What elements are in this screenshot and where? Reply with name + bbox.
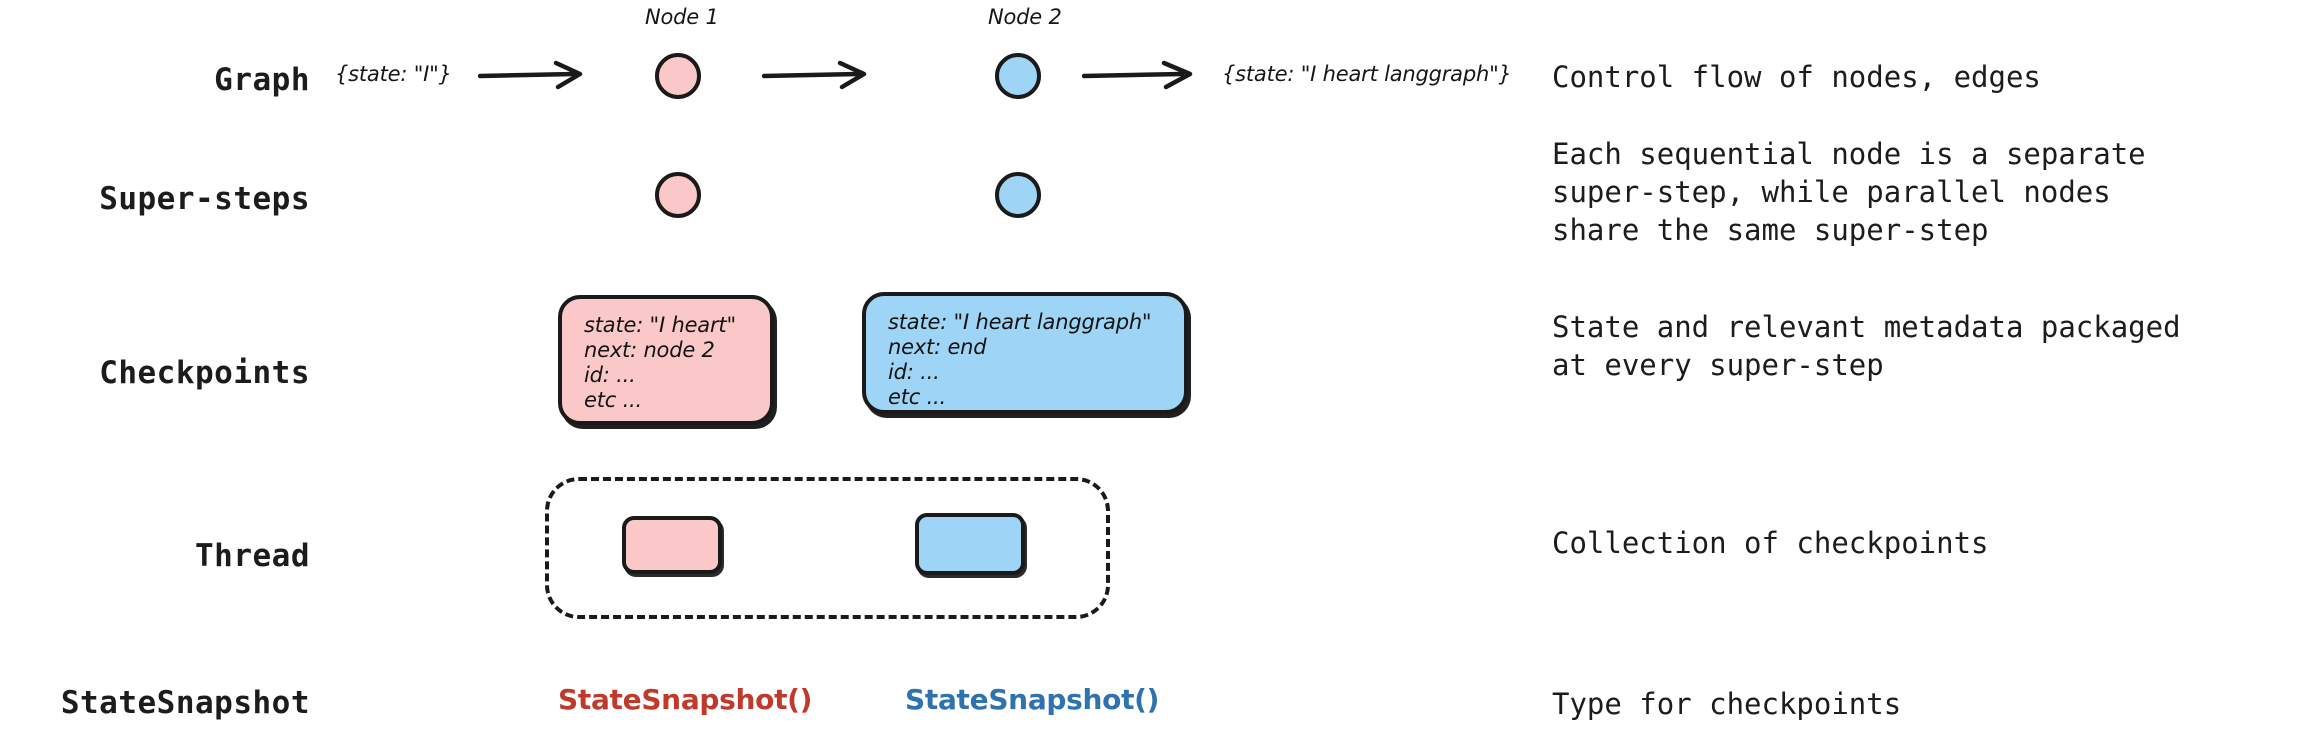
graph-arrow-3 bbox=[1082, 60, 1193, 90]
checkpoint-box-pink: state: "I heart" next: node 2 id: ... et… bbox=[558, 295, 774, 425]
description-checkpoints-line-1: State and relevant metadata packaged bbox=[1552, 310, 2181, 344]
row-label-super-steps: Super-steps bbox=[99, 181, 310, 217]
row-label-state-snapshot: StateSnapshot bbox=[60, 685, 310, 721]
checkpoint-blue-line-2: next: end bbox=[888, 335, 987, 359]
thread-container-box bbox=[545, 477, 1110, 619]
state-snapshot-label-pink: StateSnapshot() bbox=[558, 683, 813, 716]
description-state-snapshot: Type for checkpoints bbox=[1552, 685, 2312, 723]
checkpoint-pink-line-3: id: ... bbox=[584, 363, 636, 387]
description-super-steps-line-3: share the same super-step bbox=[1552, 213, 1989, 247]
checkpoint-pink-line-4: etc ... bbox=[584, 388, 643, 412]
node-1-label: Node 1 bbox=[645, 5, 719, 29]
description-super-steps-line-1: Each sequential node is a separate bbox=[1552, 137, 2146, 171]
super-step-node-2-circle bbox=[995, 172, 1041, 218]
checkpoint-blue-line-1: state: "I heart langgraph" bbox=[888, 310, 1152, 334]
description-graph: Control flow of nodes, edges bbox=[1552, 58, 2312, 96]
description-super-steps-line-2: super-step, while parallel nodes bbox=[1552, 175, 2111, 209]
description-thread-line-1: Collection of checkpoints bbox=[1552, 526, 1989, 560]
description-super-steps: Each sequential node is a separate super… bbox=[1552, 135, 2312, 249]
graph-output-state-text: {state: "I heart langgraph"} bbox=[1222, 62, 1512, 86]
row-label-checkpoints: Checkpoints bbox=[99, 355, 310, 391]
graph-arrow-1 bbox=[478, 60, 583, 90]
checkpoint-box-blue: state: "I heart langgraph" next: end id:… bbox=[862, 292, 1188, 414]
state-snapshot-label-blue: StateSnapshot() bbox=[905, 683, 1160, 716]
checkpoint-pink-line-1: state: "I heart" bbox=[584, 313, 736, 337]
description-state-snapshot-line-1: Type for checkpoints bbox=[1552, 687, 1902, 721]
description-thread: Collection of checkpoints bbox=[1552, 524, 2312, 562]
graph-node-2-circle bbox=[995, 53, 1041, 99]
checkpoint-blue-line-3: id: ... bbox=[888, 360, 940, 384]
row-label-graph: Graph bbox=[214, 62, 310, 98]
description-graph-line-1: Control flow of nodes, edges bbox=[1552, 60, 2041, 94]
graph-input-state-text: {state: "I"} bbox=[335, 62, 452, 86]
description-checkpoints: State and relevant metadata packaged at … bbox=[1552, 308, 2312, 384]
super-step-node-1-circle bbox=[655, 172, 701, 218]
thread-checkpoint-blue bbox=[915, 513, 1025, 575]
checkpoint-pink-line-2: next: node 2 bbox=[584, 338, 715, 362]
node-2-label: Node 2 bbox=[988, 5, 1062, 29]
graph-node-1-circle bbox=[655, 53, 701, 99]
graph-arrow-2 bbox=[762, 60, 867, 90]
row-label-thread: Thread bbox=[195, 538, 310, 574]
checkpoint-blue-line-4: etc ... bbox=[888, 385, 947, 409]
description-checkpoints-line-2: at every super-step bbox=[1552, 348, 1884, 382]
thread-checkpoint-pink bbox=[622, 516, 722, 574]
